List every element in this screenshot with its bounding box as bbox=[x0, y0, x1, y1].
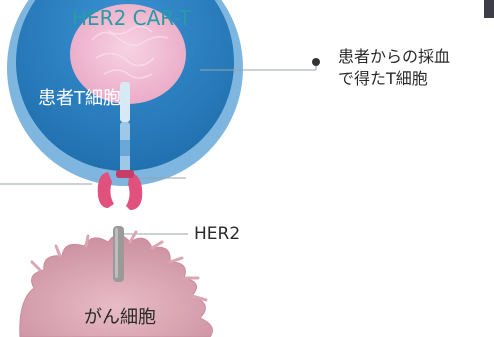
car-binder-right bbox=[126, 172, 143, 210]
nucleus-texture bbox=[91, 25, 169, 79]
car-stalk-upper bbox=[120, 82, 130, 122]
car-binder-core bbox=[116, 170, 134, 178]
annotation-line-1: 患者からの採血 bbox=[338, 47, 451, 66]
corner-tab bbox=[484, 0, 494, 18]
cancer-cell bbox=[19, 230, 213, 337]
cancer-cell-spikes bbox=[30, 230, 208, 302]
annotation-pointer bbox=[200, 58, 320, 71]
annotation-note: 患者からの採血 で得たT細胞 bbox=[338, 46, 488, 90]
diagram-title: HER2 CAR-T bbox=[72, 6, 191, 30]
her2-stalk-highlight bbox=[115, 228, 118, 278]
her2-stalk bbox=[113, 226, 124, 282]
t-cell-nucleus bbox=[70, 4, 186, 104]
annotation-bullet bbox=[312, 58, 320, 66]
car-stalk-band bbox=[120, 140, 130, 156]
cancer-cell-label: がん細胞 bbox=[84, 307, 156, 328]
annotation-line-2: で得たT細胞 bbox=[338, 69, 428, 88]
car-receptor bbox=[97, 82, 143, 210]
t-cell-label: 患者T細胞 bbox=[38, 88, 121, 109]
her2-receptor bbox=[113, 226, 124, 282]
car-binder-left bbox=[97, 172, 114, 208]
her2-label: HER2 bbox=[194, 224, 241, 244]
